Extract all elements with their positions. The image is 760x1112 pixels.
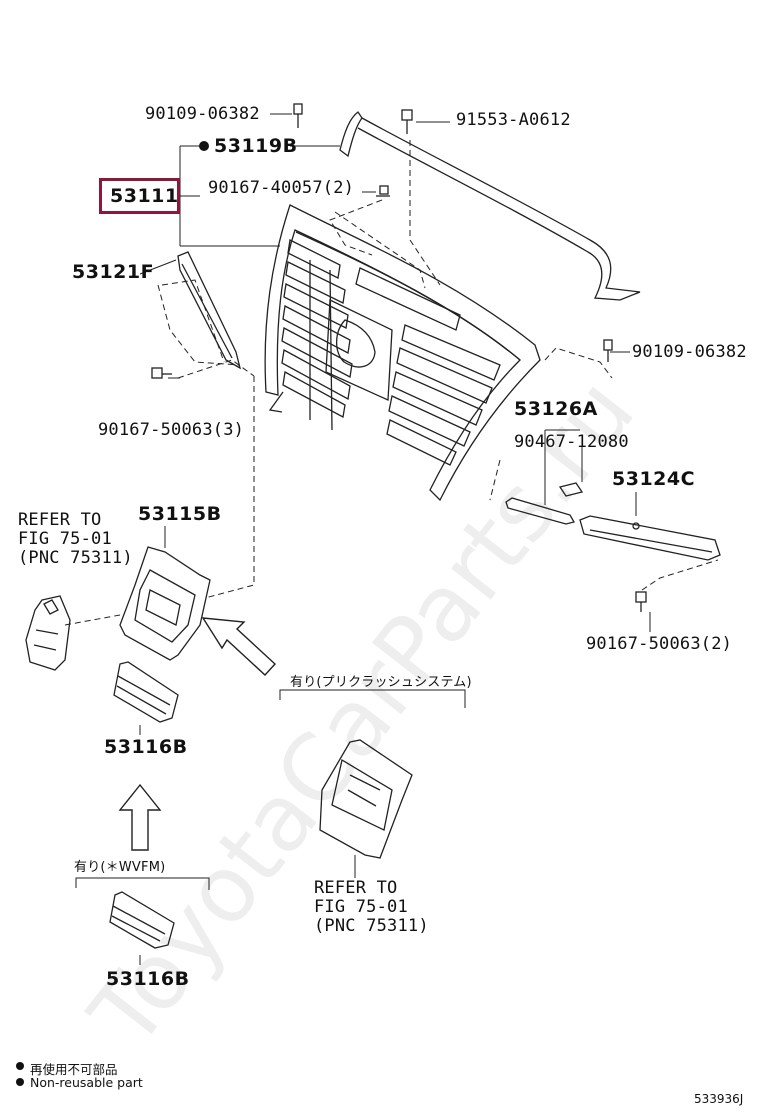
cover-53116b-b (109, 891, 175, 949)
label-90467-12080[interactable]: 90467-12080 (514, 432, 629, 452)
refer-1-line2: FIG 75-01 (18, 529, 112, 549)
refer-2-line1: REFER TO (314, 878, 398, 898)
upper-molding-53119b (339, 111, 641, 301)
lower-molding-53126a (505, 482, 584, 525)
label-53119b[interactable]: 53119B (214, 135, 298, 157)
label-90167-50063-2[interactable]: 90167-50063(2) (586, 634, 733, 654)
refer-2-line3: (PNC 75311) (314, 916, 429, 936)
cover-53116b-a (113, 661, 179, 723)
refer-2-line2: FIG 75-01 (314, 897, 408, 917)
label-53111[interactable]: 53111 (110, 185, 179, 207)
legend-jp: 再使用不可部品 (30, 1062, 118, 1077)
label-90167-40057[interactable]: 90167-40057(2) (208, 178, 355, 198)
legend-en: Non-reusable part (30, 1075, 143, 1090)
sensor-left (25, 595, 71, 671)
label-90109-06382-top[interactable]: 90109-06382 (145, 104, 260, 124)
label-53116b-b[interactable]: 53116B (106, 968, 190, 990)
highlight-53111 (99, 178, 180, 214)
option-precrash: 有り(プリクラッシュシステム) (290, 675, 472, 690)
arrow-up-53116b (118, 783, 162, 851)
side-trim-53121f (177, 251, 242, 370)
lower-molding-53124c (579, 515, 721, 561)
nonreusable-bullet-icon (199, 141, 209, 151)
label-53124c[interactable]: 53124C (612, 468, 696, 490)
diagram-code: 533936J (694, 1092, 744, 1106)
label-53126a[interactable]: 53126A (514, 398, 598, 420)
label-53115b[interactable]: 53115B (138, 503, 222, 525)
label-91553-a0612[interactable]: 91553-A0612 (456, 110, 571, 130)
bolt-icons (151, 103, 647, 612)
label-53121f[interactable]: 53121F (72, 261, 155, 283)
refer-1-line1: REFER TO (18, 510, 102, 530)
label-53116b-a[interactable]: 53116B (104, 736, 188, 758)
label-90109-06382-right[interactable]: 90109-06382 (632, 342, 747, 362)
refer-1-line3: (PNC 75311) (18, 548, 133, 568)
arrow-to-53115b (201, 617, 276, 676)
radiator-grille-53111 (264, 204, 541, 502)
label-90167-50063-3[interactable]: 90167-50063(3) (98, 420, 245, 440)
option-wvfm: 有り(＊WVFM) (74, 860, 166, 875)
sensor-cover-precrash (319, 739, 413, 859)
bracket-53115b (119, 546, 211, 661)
